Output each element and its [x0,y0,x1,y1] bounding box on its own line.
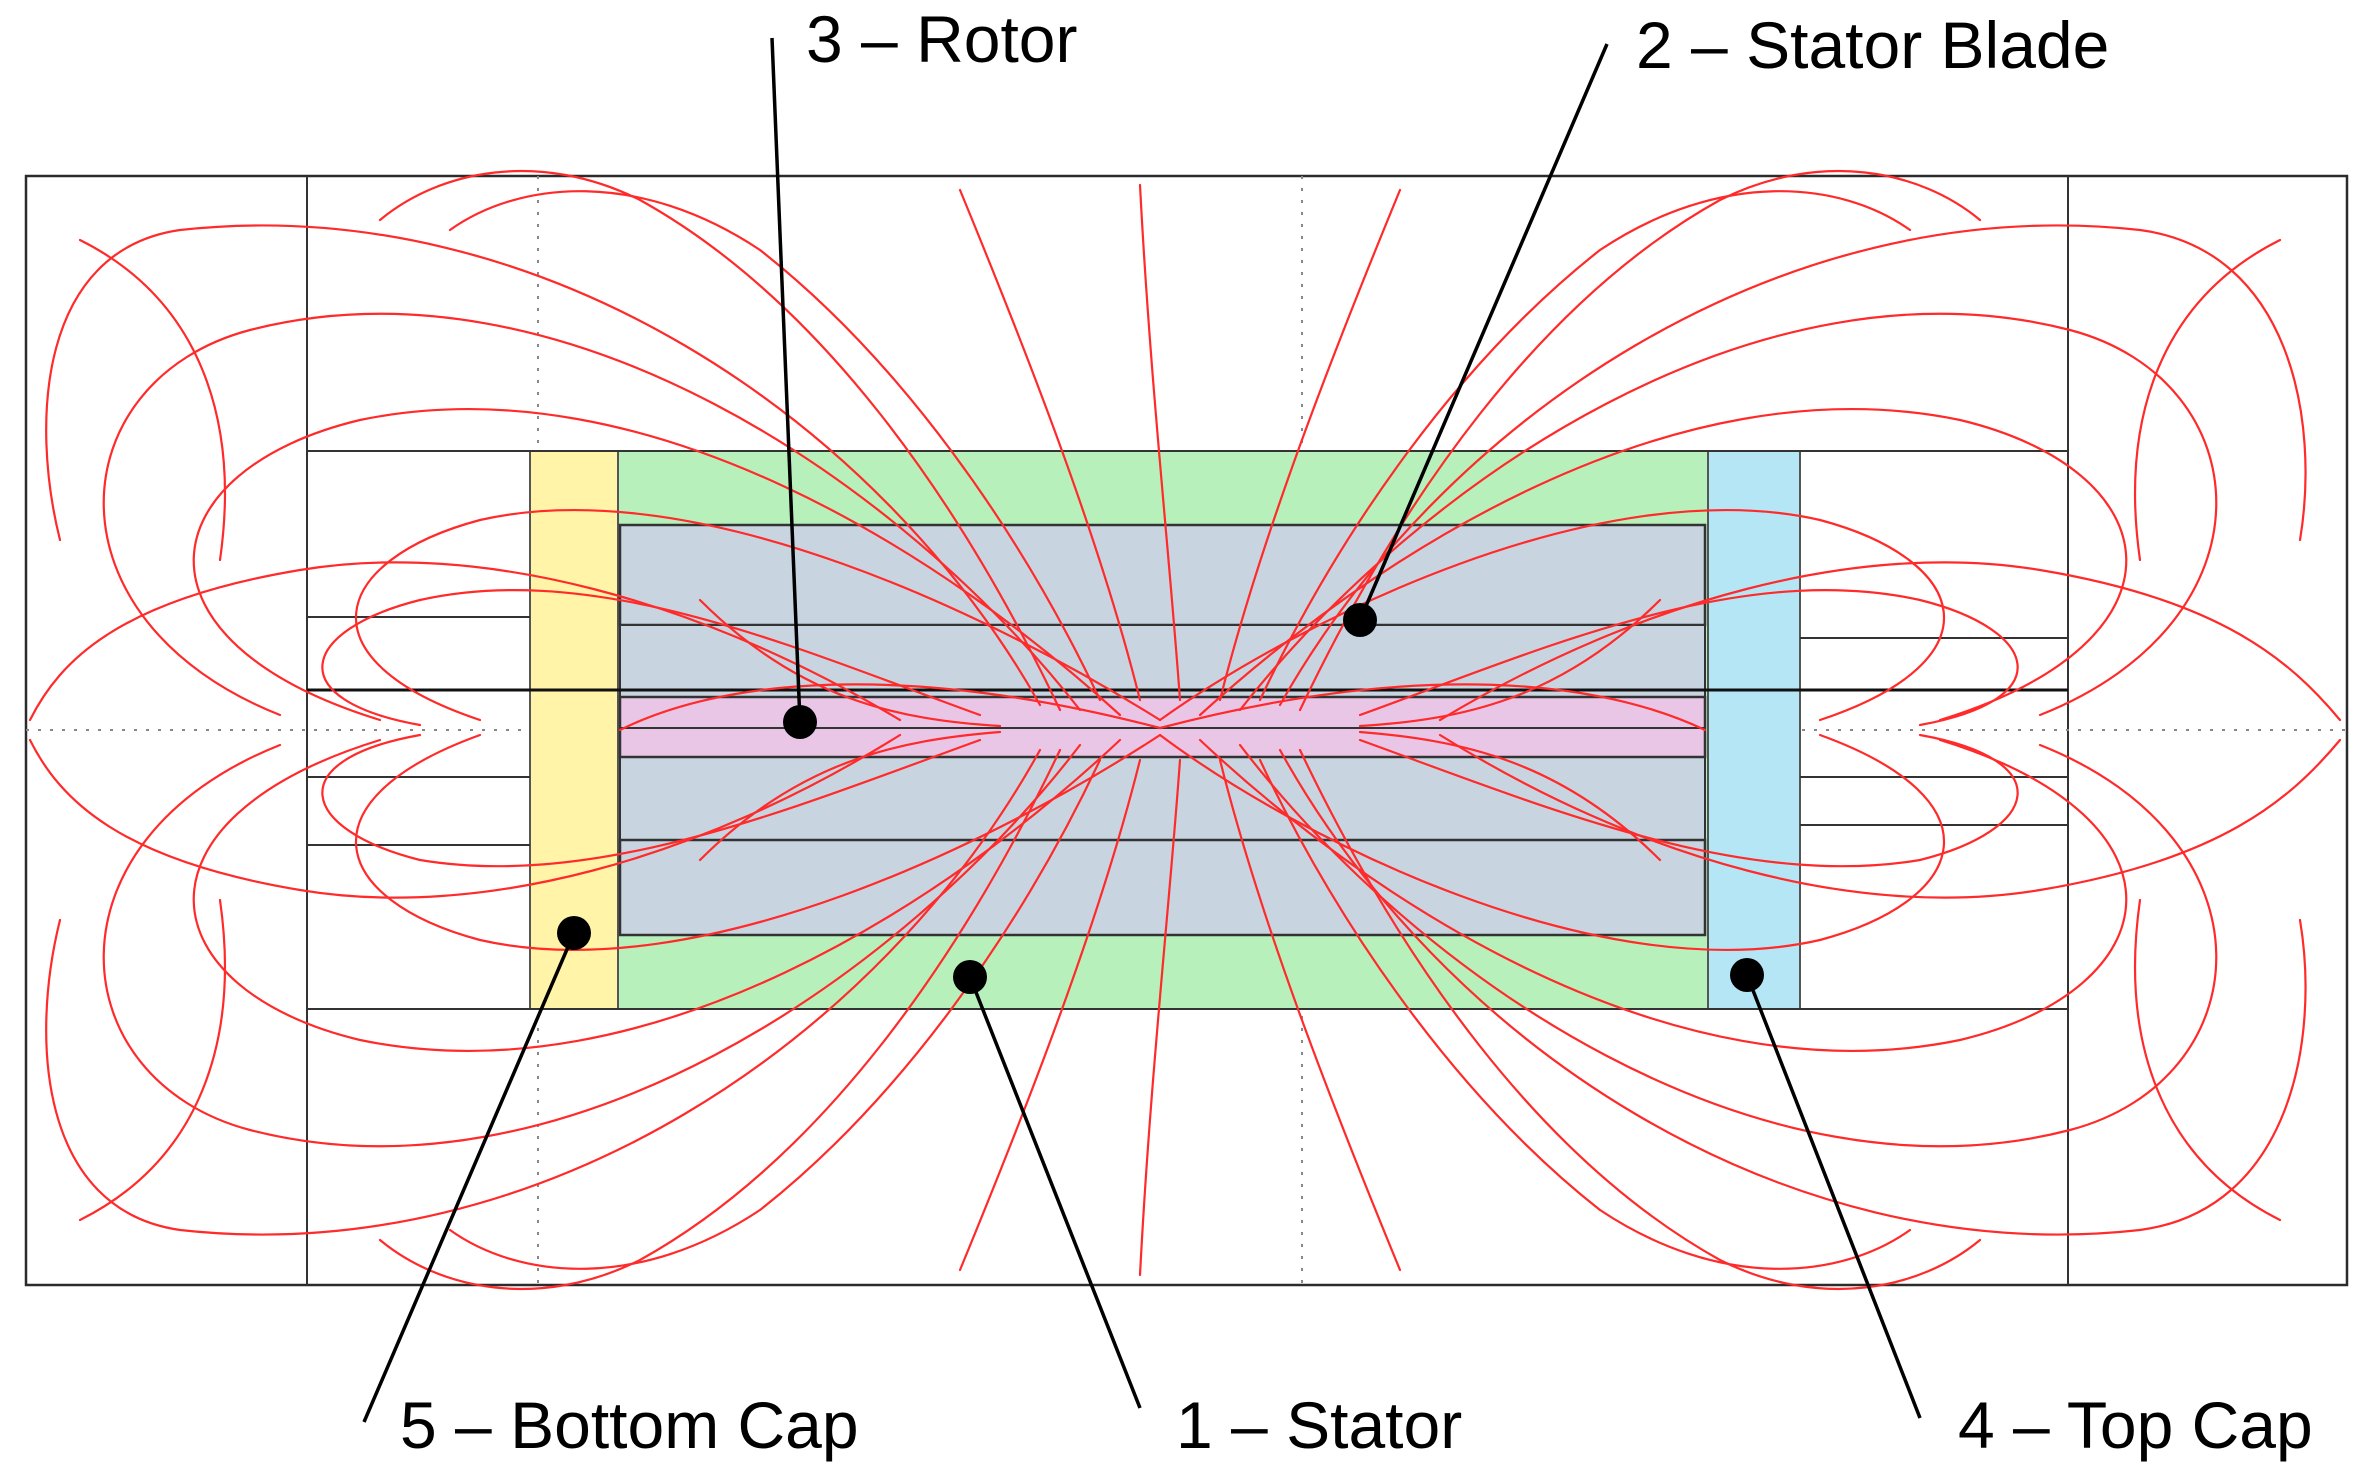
flux-line [1358,598,1662,728]
flux-line [2134,238,2282,562]
flux-line [28,733,902,899]
flux-line [1218,758,1402,1272]
flux-line [1258,190,1912,702]
flux-line [1278,224,2307,707]
dot-top-cap [1730,958,1764,992]
label-stator: 1 – Stator [1176,1388,1462,1462]
top-cap-region [1707,450,1801,1010]
flux-field-lines [28,169,2342,1291]
flux-line [1198,738,2128,1052]
flux-line [102,743,1082,1148]
flux-line [1298,748,1982,1291]
flux-line [1138,758,1182,1277]
leader-stator-blade [1358,43,1609,621]
flux-line [2134,898,2282,1222]
flux-line [378,169,1062,712]
stator-blade-lower [619,744,1706,841]
flux-line [958,188,1142,702]
leader-rotor [770,37,802,723]
flux-line [1218,188,1402,702]
label-stator-blade: 2 – Stator Blade [1636,8,2109,82]
callout-dots [557,603,1764,994]
leader-stator [968,976,1142,1409]
flux-line [1358,733,2019,868]
housing-rails [307,450,2068,1010]
leader-lines [362,37,1922,1423]
flux-line [378,748,1062,1291]
flux-line [78,238,226,562]
flux-line [321,589,982,727]
labels: 3 – Rotor 2 – Stator Blade 5 – Bottom Ca… [400,2,2313,1462]
flux-line [448,758,1102,1270]
component-regions [529,450,1801,1010]
flux-line [1158,508,1945,722]
flux-line [698,598,1002,728]
leader-top-cap [1745,974,1922,1419]
flux-line [698,730,1002,862]
flux-line [1238,743,2218,1148]
dot-bottom-cap [557,916,591,950]
flux-line [1198,408,2128,722]
flux-line [45,748,1042,1236]
flux-line [1358,589,2019,727]
flux-line [1438,733,2342,899]
stator-blade-upper [618,523,1707,627]
flux-line [1438,561,2342,722]
flux-line [28,561,902,722]
flux-line [192,738,1122,1052]
flux-line [355,733,1162,951]
dot-stator [953,960,987,994]
flux-line [1238,312,2218,717]
flux-line [355,508,1162,722]
flux-line [958,758,1142,1272]
flux-line [618,683,1707,732]
label-rotor: 3 – Rotor [806,2,1077,76]
flux-line [1358,730,1662,862]
flux-line [102,312,1082,717]
flux-line [448,190,1102,702]
leader-bottom-cap [362,932,576,1423]
flux-line [1298,169,1982,712]
label-top-cap: 4 – Top Cap [1958,1388,2313,1462]
flux-line [78,898,226,1222]
dot-stator-blade [1343,603,1377,637]
flux-line [45,224,1042,707]
flux-line [1278,748,2307,1236]
flux-line [1258,758,1912,1270]
flux-line [192,408,1122,722]
flux-line [1138,183,1182,702]
flux-line [321,733,982,868]
label-bottom-cap: 5 – Bottom Cap [400,1388,859,1462]
stator-blade-bottom [618,838,1707,937]
dot-rotor [783,705,817,739]
